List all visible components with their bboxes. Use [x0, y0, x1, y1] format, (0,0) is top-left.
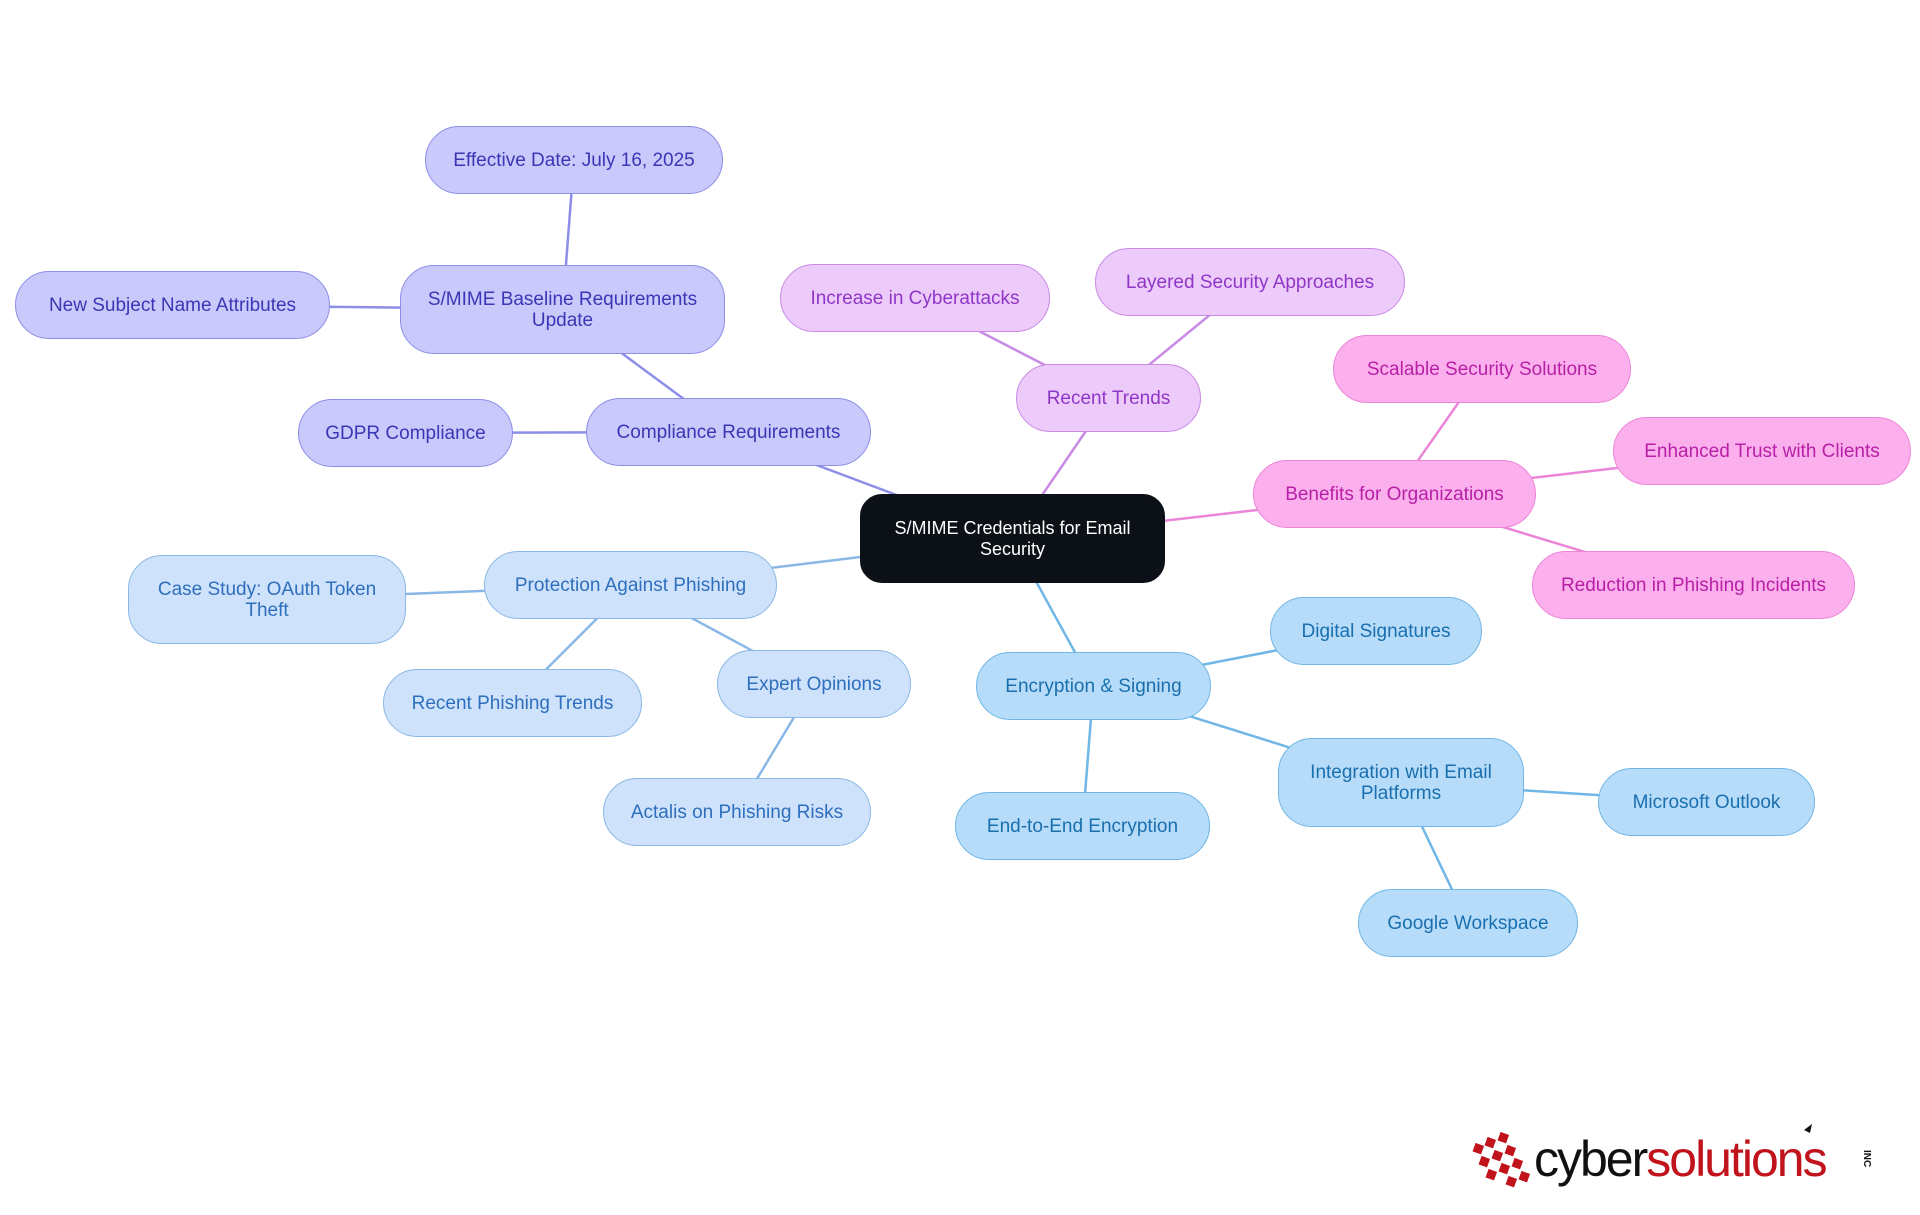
node-root[interactable]: S/MIME Credentials for Email Security [860, 494, 1165, 583]
node-phishing[interactable]: Protection Against Phishing [484, 551, 777, 619]
node-gdpr[interactable]: GDPR Compliance [298, 399, 513, 467]
svg-text:cybersolutions: cybersolutions [1534, 1131, 1827, 1187]
node-recentph[interactable]: Recent Phishing Trends [383, 669, 642, 737]
node-expert[interactable]: Expert Opinions [717, 650, 911, 718]
logo-text-cyber: cyber [1534, 1131, 1648, 1187]
node-integration[interactable]: Integration with Email Platforms [1278, 738, 1524, 827]
cybersolutions-logo: cybersolutions INC [1472, 1124, 1872, 1188]
node-e2e[interactable]: End-to-End Encryption [955, 792, 1210, 860]
node-oauth[interactable]: Case Study: OAuth Token Theft [128, 555, 406, 644]
node-layered[interactable]: Layered Security Approaches [1095, 248, 1405, 316]
node-google[interactable]: Google Workspace [1358, 889, 1578, 957]
node-baseline[interactable]: S/MIME Baseline Requirements Update [400, 265, 725, 354]
node-reduction[interactable]: Reduction in Phishing Incidents [1532, 551, 1855, 619]
node-trends[interactable]: Recent Trends [1016, 364, 1201, 432]
node-trust[interactable]: Enhanced Trust with Clients [1613, 417, 1911, 485]
node-outlook[interactable]: Microsoft Outlook [1598, 768, 1815, 836]
node-scalable[interactable]: Scalable Security Solutions [1333, 335, 1631, 403]
logo-suffix: INC [1861, 1150, 1872, 1167]
logo-text-solutions: solutions [1646, 1131, 1826, 1187]
node-cyber[interactable]: Increase in Cyberattacks [780, 264, 1050, 332]
node-actalis[interactable]: Actalis on Phishing Risks [603, 778, 871, 846]
node-digsig[interactable]: Digital Signatures [1270, 597, 1482, 665]
node-effective[interactable]: Effective Date: July 16, 2025 [425, 126, 723, 194]
node-subject[interactable]: New Subject Name Attributes [15, 271, 330, 339]
node-benefits[interactable]: Benefits for Organizations [1253, 460, 1536, 528]
logo-arrow-icon [1804, 1124, 1812, 1133]
logo-mark-icon [1472, 1131, 1531, 1188]
node-compliance[interactable]: Compliance Requirements [586, 398, 871, 466]
node-encryption[interactable]: Encryption & Signing [976, 652, 1211, 720]
